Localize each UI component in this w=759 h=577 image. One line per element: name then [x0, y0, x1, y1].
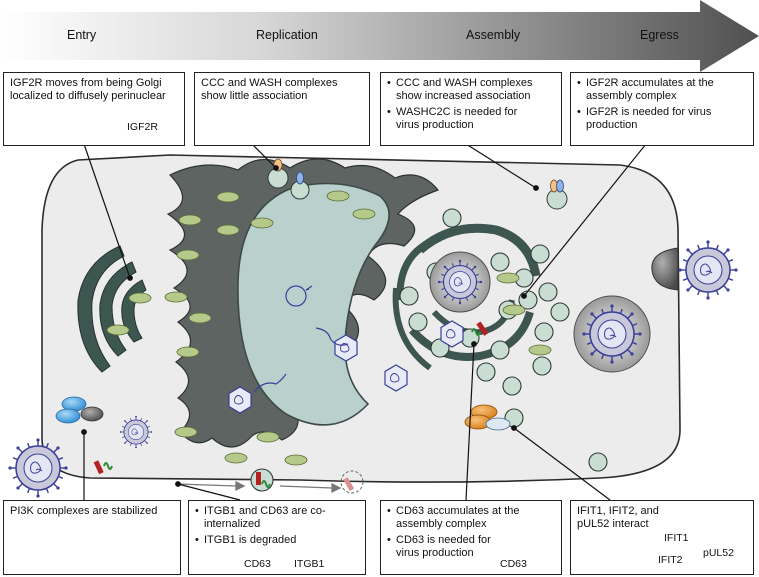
capsid-icon: [440, 320, 464, 348]
ifit1-label: IFIT1: [664, 532, 689, 544]
panel-assembly-bullet-1: CCC and WASH complexes show increased as…: [387, 77, 555, 103]
panel-egress-bullet-1: IGF2R accumulates at the assembly comple…: [577, 77, 714, 103]
panel-assembly: CCC and WASH complexes show increased as…: [380, 72, 562, 146]
panel-ifit-text: IFIT1, IFIT2, and pUL52 interact: [577, 505, 659, 530]
nucleus: [237, 182, 390, 426]
itgb1-legend-cd63: CD63: [244, 558, 271, 570]
capsid-icon: [228, 386, 252, 414]
itgb1-cd63-endosome: [250, 468, 364, 494]
panel-egress: IGF2R accumulates at the assembly comple…: [570, 72, 754, 146]
trafficking-arrows: [177, 480, 342, 494]
enveloped-virion-assembly: [429, 251, 491, 313]
panel-cd63-bullet-1: CD63 accumulates at the assembly complex: [387, 505, 546, 531]
panel-egress-bullet-2: IGF2R is needed for virus production: [577, 106, 714, 132]
virus-particle-icon: [677, 239, 739, 301]
itgb1-cd63-membrane: [93, 460, 113, 475]
pi3k-complex-icon: [55, 396, 104, 424]
panel-cd63: CD63 accumulates at the assembly complex…: [380, 500, 562, 575]
virus-small: [119, 415, 153, 449]
panel-pi3k: PI3K complexes are stabilized: [3, 500, 181, 575]
capsid-icon: [384, 364, 408, 392]
stage-arrow: [0, 0, 759, 72]
igf2r-badge-label: IGF2R: [127, 121, 158, 133]
capsid-icon: [334, 334, 358, 362]
panel-itgb1-bullet-2: ITGB1 is degraded: [195, 534, 359, 547]
panel-cd63-bullet-2: CD63 is needed for virus production: [387, 534, 502, 560]
virus-particle-icon: [7, 437, 69, 499]
ifit2-label: IFIT2: [658, 554, 683, 566]
ifit-complex-icon: [464, 404, 511, 431]
panel-itgb1: ITGB1 and CD63 are co-internalized ITGB1…: [188, 500, 366, 575]
panel-entry-text: IGF2R moves from being Golgi localized t…: [10, 77, 166, 102]
dna-circle-icon: [253, 285, 349, 393]
enveloped-virion-egress: [573, 295, 651, 373]
ccc-wash-assembly: [546, 179, 568, 210]
panel-pi3k-text: PI3K complexes are stabilized: [10, 505, 158, 517]
itgb1-legend-itgb1: ITGB1: [294, 558, 325, 570]
stage-entry: Entry: [67, 28, 97, 42]
panel-itgb1-bullet-1: ITGB1 and CD63 are co-internalized: [195, 505, 359, 531]
panel-entry: IGF2R moves from being Golgi localized t…: [3, 72, 185, 146]
panel-replication-text: CCC and WASH complexes show little assoc…: [201, 77, 338, 102]
stage-replication: Replication: [256, 28, 318, 42]
panel-replication: CCC and WASH complexes show little assoc…: [194, 72, 370, 146]
stage-assembly: Assembly: [466, 28, 521, 42]
cd63-itgb1-assembly-marker: [471, 321, 489, 336]
panel-assembly-bullet-2: WASHC2C is needed for virus production: [387, 106, 524, 132]
stage-egress: Egress: [640, 28, 679, 42]
cd63-legend-label: CD63: [500, 558, 527, 570]
pul52-label: pUL52: [703, 547, 734, 559]
egress-bud: [651, 247, 679, 291]
leader-lines: [81, 143, 647, 501]
panel-ifit: IFIT1, IFIT2, and pUL52 interact: [570, 500, 754, 575]
